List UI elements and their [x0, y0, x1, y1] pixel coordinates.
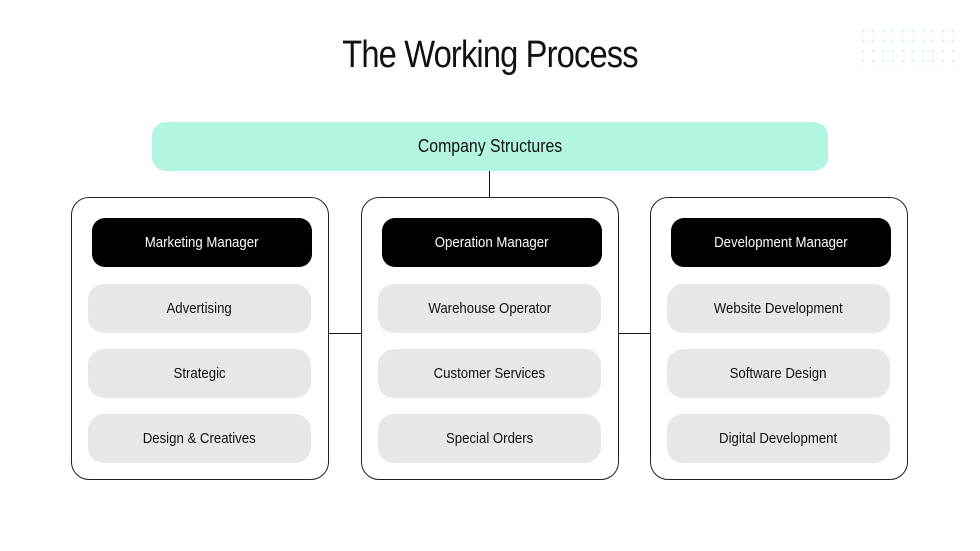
root-label: Company Structures [417, 136, 563, 156]
customer-services-node: Customer Services [378, 349, 601, 398]
connector-right [619, 333, 650, 334]
connector-left [329, 333, 361, 334]
development-manager-node: Development Manager [671, 218, 891, 267]
root-connector [489, 171, 490, 198]
marketing-column: Marketing Manager Advertising Strategic … [71, 197, 329, 480]
special-orders-node: Special Orders [378, 414, 601, 463]
strategic-node: Strategic [88, 349, 311, 398]
advertising-node: Advertising [88, 284, 311, 333]
operation-column: Operation Manager Warehouse Operator Cus… [361, 197, 619, 480]
page-title: The Working Process [342, 34, 638, 76]
development-column: Development Manager Website Development … [650, 197, 908, 480]
decorative-dot-grid [858, 26, 958, 70]
digital-development-node: Digital Development [667, 414, 890, 463]
company-structures-node: Company Structures [152, 122, 828, 171]
software-design-node: Software Design [667, 349, 890, 398]
operation-manager-node: Operation Manager [382, 218, 602, 267]
design-creatives-node: Design & Creatives [88, 414, 311, 463]
website-development-node: Website Development [667, 284, 890, 333]
marketing-manager-node: Marketing Manager [92, 218, 312, 267]
warehouse-operator-node: Warehouse Operator [378, 284, 601, 333]
